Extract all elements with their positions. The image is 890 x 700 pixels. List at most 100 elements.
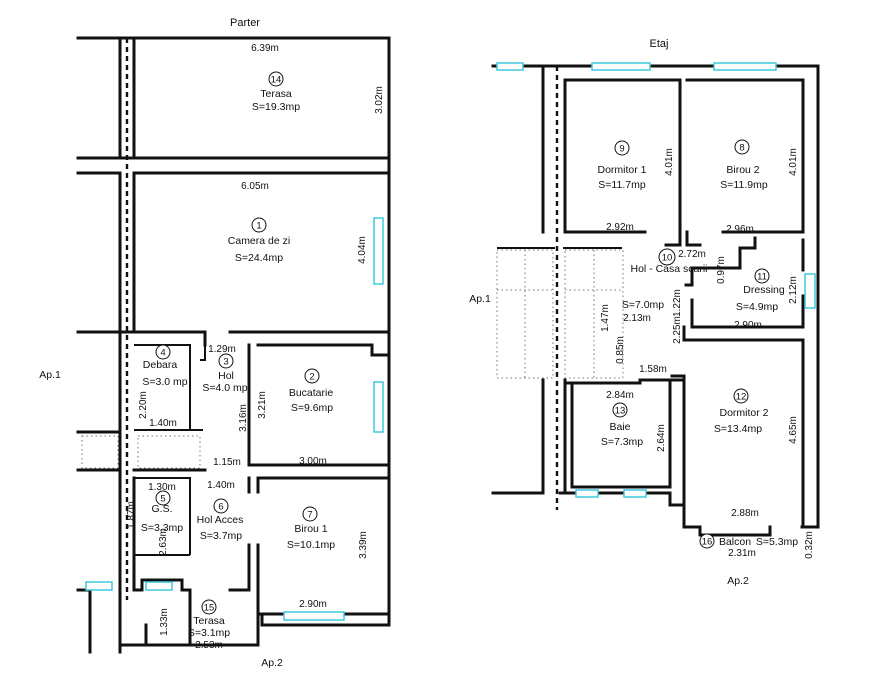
room-name: Birou 1 [294, 523, 327, 535]
dimension-label: 2.20m [138, 391, 149, 419]
etaj-stairs [496, 249, 624, 379]
room-number: 7 [307, 510, 312, 521]
room-number: 9 [619, 144, 624, 155]
etaj-side-label-left: Ap.1 [469, 293, 491, 305]
room-name: Dormitor 1 [597, 164, 646, 176]
room-terasa-14: 14 Terasa S=19.3mp [252, 71, 300, 113]
room-area: S=7.0mp [622, 299, 664, 311]
room-number: 13 [615, 406, 626, 417]
dimension-label: 0.85m [615, 336, 626, 364]
dimension-label: 1.22m [672, 289, 683, 317]
dimension-label: 2.63m [158, 528, 169, 556]
dimension-label: 0.32m [804, 531, 815, 559]
room-name: Hol Acces [197, 514, 244, 526]
dimension-label: 3.02m [374, 86, 385, 114]
dimension-label: 2.72m [678, 249, 706, 260]
room-area: S=4.0 mp [202, 382, 247, 394]
room-number: 12 [736, 392, 747, 403]
dimension-label: 1.33m [159, 608, 170, 636]
room-name: Dormitor 2 [719, 407, 768, 419]
room-area: S=3.1mp [188, 627, 230, 639]
room-debara-4: 4 Debara S=3.0 mp [142, 344, 188, 388]
room-hol-casa-scarii-10: 10 Hol - Casa scarii S=7.0mp [622, 248, 708, 311]
etaj-title: Etaj [650, 38, 669, 50]
room-name: Hol - Casa scarii [630, 263, 707, 275]
dimension-label: 3.39m [358, 531, 369, 559]
room-area: S=3.0 mp [142, 376, 187, 388]
room-birou-2-8: 8 Birou 2 S=11.9mp [720, 139, 768, 191]
room-hol-acces-6: 6 Hol Acces S=3.7mp [197, 498, 244, 542]
room-name: Baie [609, 421, 630, 433]
room-dressing-11: 11 Dressing S=4.9mp [736, 268, 785, 313]
room-area: S=24.4mp [235, 252, 283, 264]
room-balcon-16: 16 Balcon S=5.3mp [699, 533, 798, 549]
parter-dimensions: 6.39m 3.02m 6.05m 4.04m 1.29m 2.20m 1.40… [126, 43, 385, 651]
dimension-label: 2.31m [728, 548, 756, 559]
room-number: 1 [256, 221, 261, 232]
room-name: Debara [143, 359, 178, 371]
dimension-label: 1.58m [639, 364, 667, 375]
dimension-label: 3.00m [299, 456, 327, 467]
room-gs-5: 5 G.S. S=3.3mp [141, 490, 183, 534]
room-number: 8 [739, 143, 744, 154]
room-area: S=4.9mp [736, 301, 778, 313]
room-number: 14 [271, 75, 282, 86]
dimension-label: 2.25m [672, 316, 683, 344]
room-name: Hol [218, 370, 234, 382]
room-number: 4 [160, 348, 165, 359]
dimension-label: 1.30m [148, 482, 176, 493]
room-area: S=11.7mp [598, 179, 646, 191]
dimension-label: 2.12m [788, 276, 799, 304]
room-number: 2 [309, 372, 314, 383]
dimension-label: 1.15m [213, 457, 241, 468]
room-camera-de-zi-1: 1 Camera de zi S=24.4mp [228, 217, 290, 264]
dimension-label: 2.96m [726, 224, 754, 235]
dimension-label: 3.16m [238, 404, 249, 432]
dimension-label: 4.65m [788, 416, 799, 444]
dimension-label: 4.01m [788, 148, 799, 176]
room-area: S=3.3mp [141, 522, 183, 534]
room-name: Dressing [743, 284, 785, 296]
room-name: Camera de zi [228, 235, 290, 247]
room-dormitor-1-9: 9 Dormitor 1 S=11.7mp [597, 140, 647, 191]
parter-side-label-bottom: Ap.2 [261, 657, 283, 669]
dimension-label: 2.88m [731, 508, 759, 519]
room-name: G.S. [151, 503, 172, 515]
dimension-label: 2.90m [734, 320, 762, 331]
room-number: 10 [662, 253, 673, 264]
parter-title: Parter [230, 17, 260, 29]
dimension-label: 2.90m [299, 599, 327, 610]
parter-side-label-left: Ap.1 [39, 369, 61, 381]
dimension-label: 1.87m [126, 501, 137, 529]
room-bucatarie-2: 2 Bucatarie S=9.6mp [289, 368, 333, 414]
room-number: 16 [702, 537, 713, 548]
etaj-side-label-bottom: Ap.2 [727, 575, 749, 587]
dimension-label: 4.01m [664, 148, 675, 176]
room-area: S=9.6mp [291, 402, 333, 414]
room-name: Balcon [719, 536, 751, 548]
dimension-label: 1.40m [149, 418, 177, 429]
parter-plan: Parter [39, 17, 391, 669]
room-area: S=3.7mp [200, 530, 242, 542]
room-area: S=7.3mp [601, 436, 643, 448]
etaj-plan: Etaj [469, 38, 820, 587]
parter-stairs [81, 435, 201, 469]
dimension-label: 2.53m [195, 640, 223, 651]
room-birou-1-7: 7 Birou 1 S=10.1mp [287, 506, 335, 551]
etaj-dimensions: 4.01m 4.01m 2.92m 2.72m 2.96m 0.97m 1.22… [600, 148, 815, 559]
dimension-label: 4.04m [357, 236, 368, 264]
dimension-label: 3.21m [257, 391, 268, 419]
room-name: Terasa [260, 88, 292, 100]
room-terasa-15: 15 Terasa S=3.1mp [188, 599, 230, 639]
dimension-label: 6.39m [251, 43, 279, 54]
dimension-label: 2.84m [606, 390, 634, 401]
dimension-label: 0.97m [716, 256, 727, 284]
room-number: 3 [223, 357, 228, 368]
dimension-label: 2.13m [623, 313, 651, 324]
dimension-label: 1.40m [207, 480, 235, 491]
room-number: 5 [160, 494, 165, 505]
room-number: 15 [204, 603, 215, 614]
etaj-walls [491, 64, 820, 537]
room-number: 6 [218, 502, 223, 513]
